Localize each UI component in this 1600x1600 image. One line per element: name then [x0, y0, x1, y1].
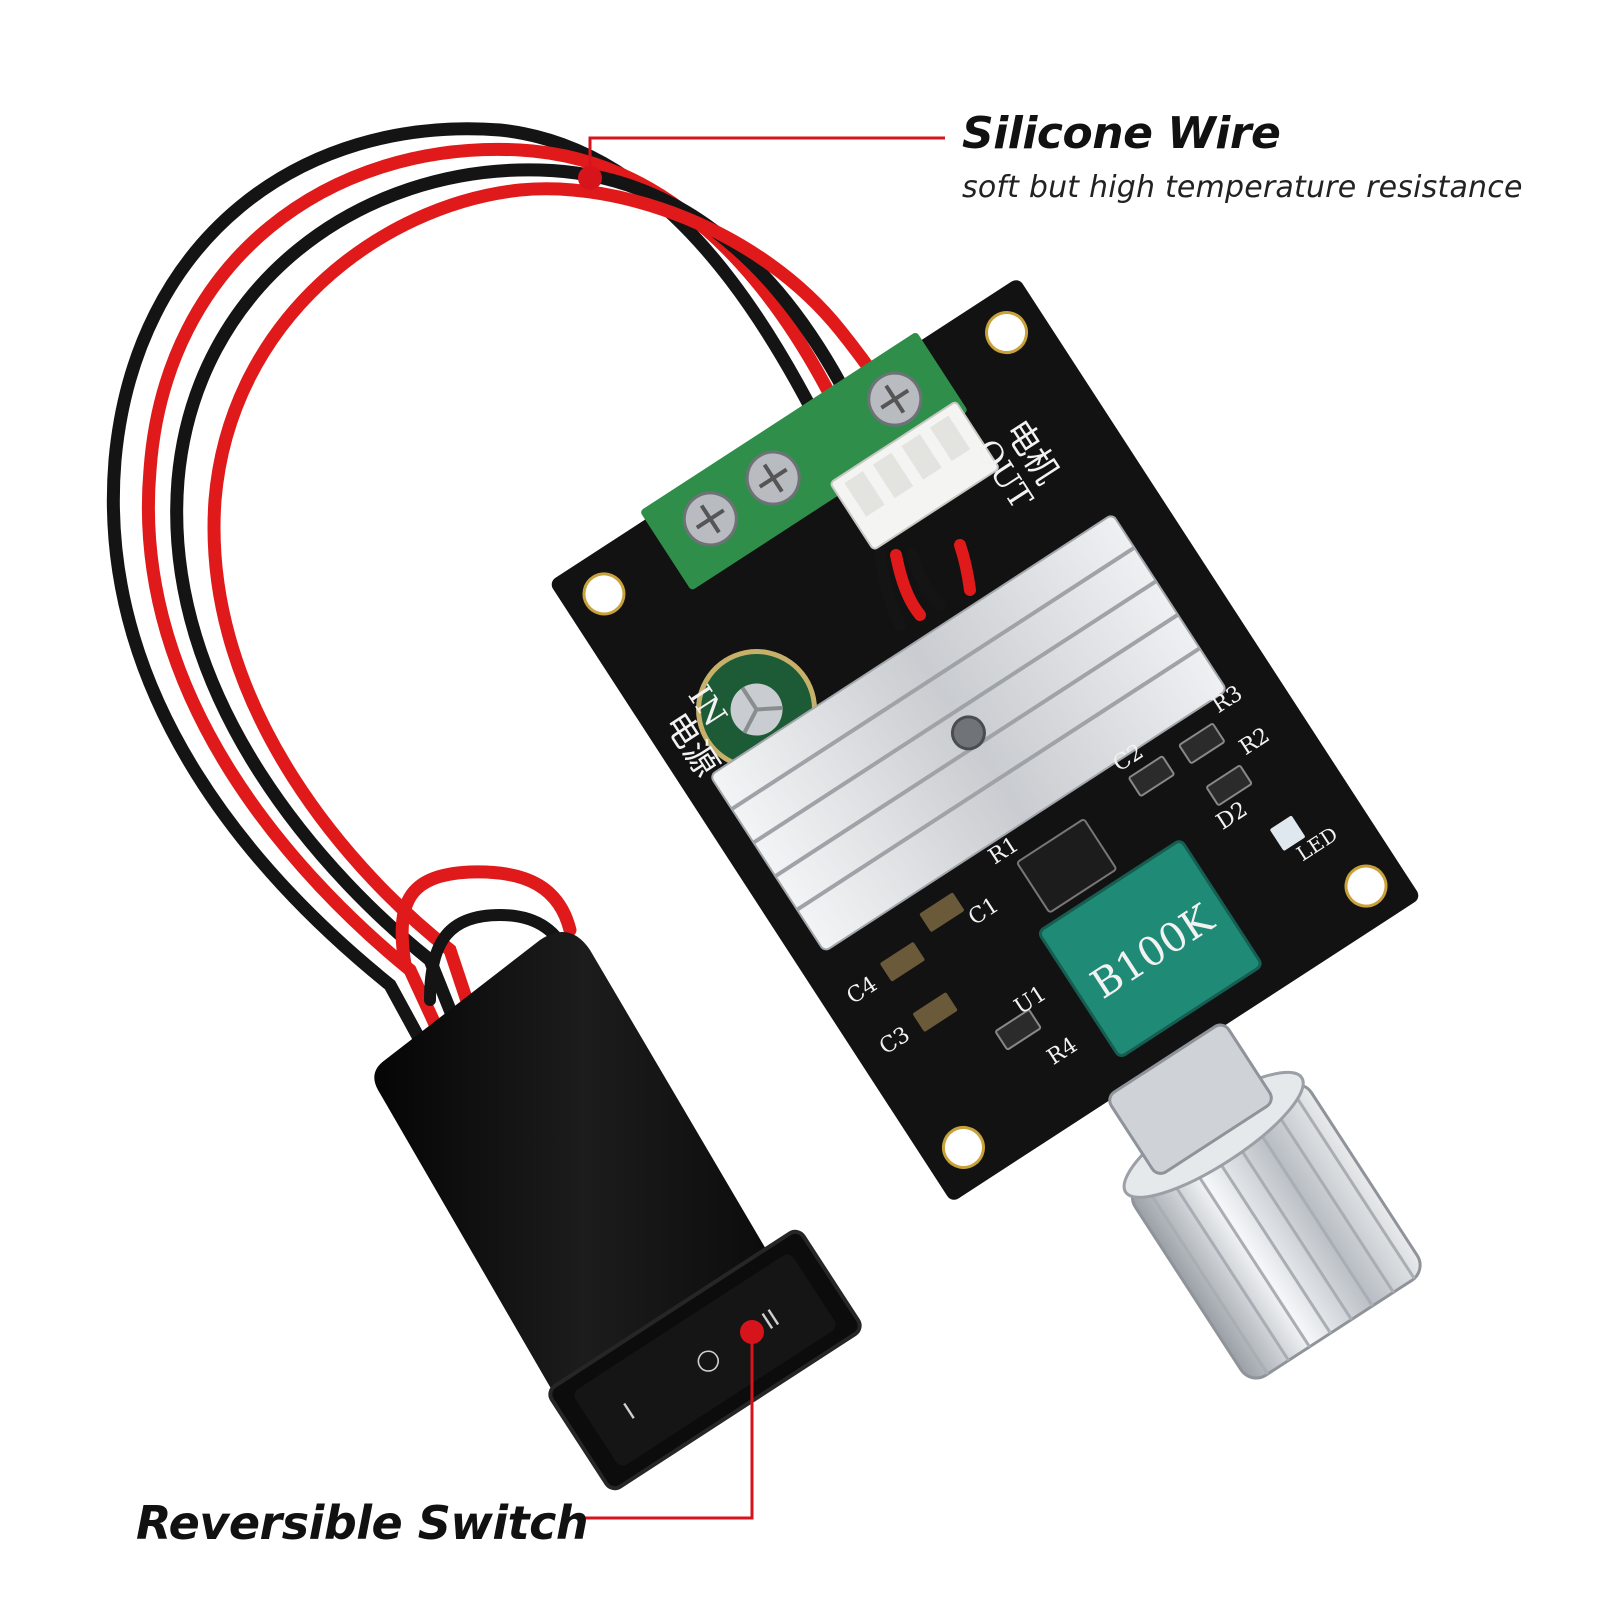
mount-hole: [985, 311, 1029, 355]
mount-hole: [582, 572, 626, 616]
wire-ends-at-connector: [874, 539, 976, 631]
mount-hole: [941, 1125, 985, 1169]
wire-black-inner: [170, 163, 919, 1037]
callout-silicone-wire-line: [578, 136, 945, 190]
wire-red-outer: [141, 142, 903, 1042]
pcb-board: B100K 电机 OUT 电源 IN C1 C2 C3 C4 R1 R2 R3 …: [551, 280, 1419, 1200]
reversible-switch-title: Reversible Switch: [136, 1496, 589, 1550]
wire-red-inner: [207, 182, 967, 1032]
mount-hole: [1344, 864, 1388, 908]
jst-connector: [830, 401, 999, 550]
wire-red-short-loop: [395, 865, 577, 972]
silicone-wire-bundle: [107, 122, 967, 1047]
screw-terminal-block: [641, 332, 967, 590]
heatsink-screw: [950, 715, 986, 751]
aluminum-heatsink: [711, 515, 1226, 951]
wire-black-outer: [107, 122, 887, 1047]
callout-switch-line: [582, 1320, 764, 1520]
reversible-switch-body: ○ II I: [374, 932, 862, 1491]
rocker-switch: ○ II I: [548, 1229, 862, 1491]
callout-dot: [740, 1320, 764, 1344]
screw-icon: [745, 450, 801, 506]
potentiometer: B100K: [1038, 840, 1262, 1058]
screw-icon: [867, 371, 923, 427]
silicone-wire-subtitle: soft but high temperature resistance: [962, 170, 1523, 205]
silicone-wire-title: Silicone Wire: [962, 108, 1281, 159]
speed-knob: [1108, 1023, 1422, 1380]
callout-dot: [578, 166, 602, 190]
smd-components: [880, 723, 1305, 1051]
screw-icon: [682, 491, 738, 547]
